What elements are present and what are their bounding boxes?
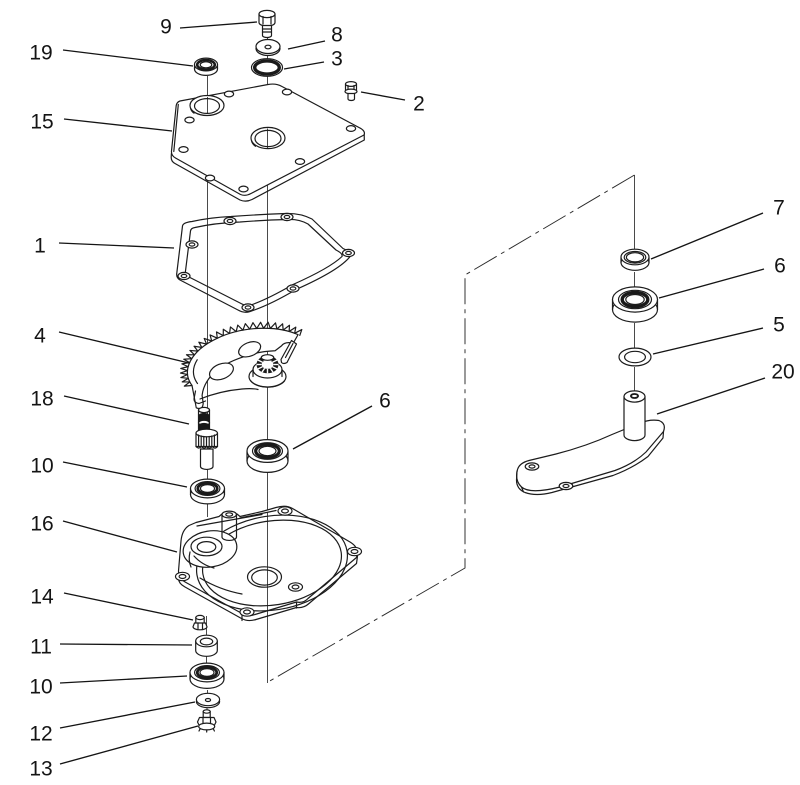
callout-label-18: 18 <box>30 388 53 411</box>
callout-leader-6b <box>658 268 765 299</box>
callout-label-10b: 10 <box>29 676 52 699</box>
part-3-o-ring <box>250 58 284 77</box>
callout-leader-18 <box>63 395 190 425</box>
callout-label-15: 15 <box>30 111 53 134</box>
callout-leader-9 <box>179 21 258 29</box>
callout-leader-7 <box>650 212 764 260</box>
callout-label-7: 7 <box>773 197 785 220</box>
callout-leader-16 <box>62 520 178 553</box>
callout-label-12: 12 <box>29 723 52 746</box>
part-8-washer <box>255 38 281 57</box>
callout-label-4: 4 <box>34 325 46 348</box>
callout-label-11: 11 <box>30 636 52 659</box>
callout-label-3: 3 <box>331 48 343 71</box>
callout-label-16: 16 <box>30 513 53 536</box>
callout-label-5: 5 <box>773 314 785 337</box>
part-7-seal-washer <box>620 248 650 271</box>
spline-tick <box>261 367 266 373</box>
callout-label-10a: 10 <box>30 455 53 478</box>
spline-tick <box>257 359 263 363</box>
part-15-cover-plate <box>170 83 366 202</box>
callout-label-9: 9 <box>160 16 172 39</box>
callout-label-14: 14 <box>30 586 54 609</box>
callout-leader-4 <box>58 331 190 364</box>
part-5-washer <box>618 347 652 367</box>
callout-leader-6a <box>292 405 373 450</box>
spline-tick <box>272 366 278 370</box>
part-9-hex-bolt <box>258 9 276 39</box>
part-12-washer <box>195 692 221 709</box>
part-6-ball-bearing-right <box>611 286 659 323</box>
callout-leader-10b <box>59 675 188 684</box>
callout-label-6a: 6 <box>379 390 391 413</box>
callout-leader-8 <box>287 40 326 50</box>
part-18-pinion-shaft <box>195 406 219 471</box>
callout-leader-13 <box>59 725 199 765</box>
callout-leader-10a <box>62 461 188 488</box>
part-19-bushing <box>193 57 219 76</box>
part-4-sector-gear <box>179 321 303 410</box>
callout-leader-3 <box>283 61 325 70</box>
callout-leader-15 <box>63 118 173 132</box>
callout-leader-2 <box>360 91 406 101</box>
callout-leader-1 <box>58 242 175 249</box>
callout-label-8: 8 <box>331 24 343 47</box>
part-2-screw <box>344 80 358 102</box>
spline-tick <box>272 359 278 363</box>
callout-leader-11 <box>59 643 193 646</box>
part-10-bearing-lower <box>189 662 225 689</box>
callout-leader-12 <box>59 701 196 729</box>
callout-label-2: 2 <box>413 93 425 116</box>
callout-label-6b: 6 <box>774 255 786 278</box>
part-13-bolt <box>196 709 217 733</box>
part-11-spacer <box>195 634 218 657</box>
part-14-fitting <box>192 614 208 631</box>
part-20-steering-arm <box>515 390 665 496</box>
callout-leader-20 <box>656 377 766 415</box>
part-10-bearing-upper <box>189 478 226 505</box>
callout-label-20: 20 <box>771 361 794 384</box>
part-6-ball-bearing-left <box>246 439 289 474</box>
callout-label-13: 13 <box>29 758 52 781</box>
callout-leader-5 <box>652 327 764 355</box>
callout-label-1: 1 <box>34 235 46 258</box>
callout-label-19: 19 <box>29 42 52 65</box>
spline-tick <box>269 367 274 373</box>
phantom-alignment-line <box>267 174 635 683</box>
part-16-gear-housing <box>174 505 363 683</box>
spline-tick <box>257 366 263 370</box>
part-1-gasket <box>176 212 356 313</box>
callout-leader-14 <box>63 592 194 621</box>
callout-leader-19 <box>62 49 194 67</box>
